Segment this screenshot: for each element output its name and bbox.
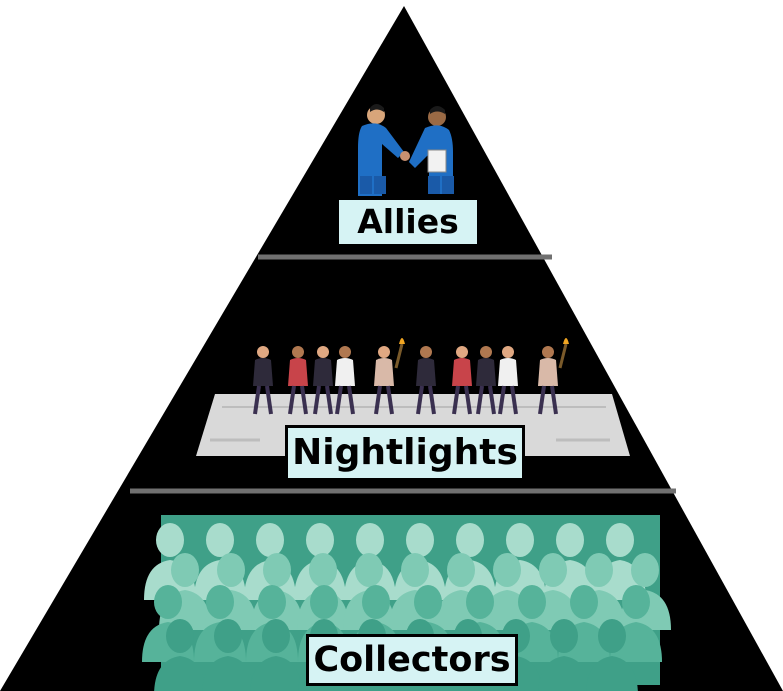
- marcher-figure: [253, 346, 273, 415]
- tier-label-allies: Allies: [336, 197, 480, 247]
- marcher-figure: [476, 346, 496, 415]
- marcher-figure: [374, 338, 405, 415]
- marcher-figure: [288, 346, 308, 415]
- tier-label-collectors: Collectors: [306, 634, 518, 686]
- handshake-businessmen-icon: [358, 104, 454, 196]
- crowd-person-silhouette: [144, 523, 196, 600]
- crowd-person-silhouette: [538, 619, 590, 691]
- marcher-figure: [416, 346, 436, 415]
- marcher-figure: [452, 346, 472, 415]
- crowd-person-silhouette: [154, 619, 206, 691]
- tier-label-nightlights: Nightlights: [285, 425, 525, 481]
- crowd-person-silhouette: [586, 619, 638, 691]
- marcher-figure: [313, 346, 333, 415]
- marcher-figure: [335, 346, 355, 415]
- marcher-figure: [538, 338, 569, 415]
- marcher-figure: [498, 346, 518, 415]
- crowd-person-silhouette: [202, 619, 254, 691]
- crowd-person-silhouette: [250, 619, 302, 691]
